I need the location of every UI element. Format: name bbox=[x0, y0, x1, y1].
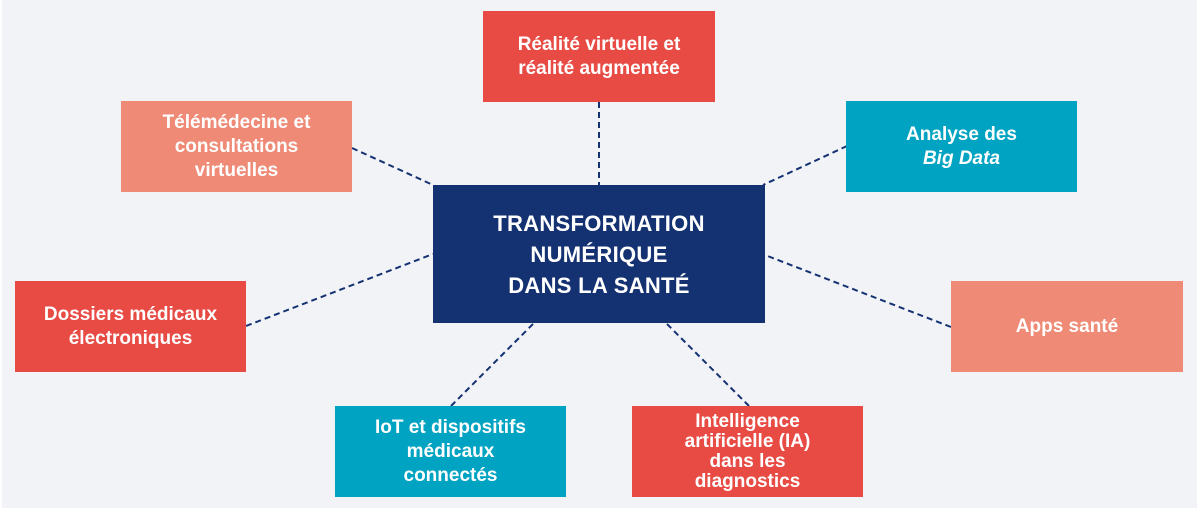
connector-ai bbox=[665, 322, 750, 407]
node-big-data-line-1: Analyse des bbox=[906, 123, 1017, 145]
node-ehr-line-1: Dossiers médicaux bbox=[43, 303, 218, 325]
connector-telemedicine bbox=[351, 147, 434, 186]
node-health-apps-line-1: Apps santé bbox=[1015, 315, 1119, 337]
node-ai-line-4: diagnostics bbox=[694, 470, 801, 492]
connector-ehr bbox=[245, 253, 434, 327]
connector-health-apps bbox=[764, 254, 952, 328]
node-iot-line-2: médicaux bbox=[406, 440, 495, 462]
node-big-data-line-2: Big Data bbox=[922, 147, 1001, 169]
node-ai-line-1: Intelligence bbox=[695, 410, 800, 432]
node-big-data: Analyse des Big Data bbox=[846, 101, 1077, 192]
node-ai-line-3: dans les bbox=[709, 450, 786, 472]
connector-big-data bbox=[762, 145, 848, 186]
node-iot-line-3: connectés bbox=[403, 464, 498, 486]
connector-iot bbox=[450, 322, 535, 407]
central-topic-line-1: TRANSFORMATION bbox=[493, 210, 705, 236]
node-ai-line-2: artificielle (IA) bbox=[684, 430, 811, 452]
node-telemedicine-line-1: Télémédecine et bbox=[162, 111, 311, 133]
node-vr-ar-line-2: réalité augmentée bbox=[518, 57, 680, 79]
node-iot: IoT et dispositifs médicaux connectés bbox=[335, 406, 566, 497]
node-ehr: Dossiers médicaux électroniques bbox=[15, 281, 246, 372]
node-telemedicine-line-3: virtuelles bbox=[194, 159, 279, 181]
node-telemedicine-line-2: consultations bbox=[174, 135, 299, 157]
central-topic-line-2: NUMÉRIQUE bbox=[530, 241, 668, 267]
central-topic-box: TRANSFORMATION NUMÉRIQUE DANS LA SANTÉ bbox=[433, 185, 765, 323]
node-telemedicine: Télémédecine et consultations virtuelles bbox=[121, 101, 352, 192]
node-vr-ar: Réalité virtuelle et réalité augmentée bbox=[483, 11, 715, 102]
node-iot-line-1: IoT et dispositifs bbox=[375, 416, 526, 438]
node-health-apps: Apps santé bbox=[951, 281, 1183, 372]
central-topic-line-3: DANS LA SANTÉ bbox=[508, 272, 690, 298]
node-ai: Intelligence artificielle (IA) dans les … bbox=[632, 406, 863, 497]
node-ehr-line-2: électroniques bbox=[68, 327, 193, 349]
node-vr-ar-line-1: Réalité virtuelle et bbox=[517, 33, 681, 55]
